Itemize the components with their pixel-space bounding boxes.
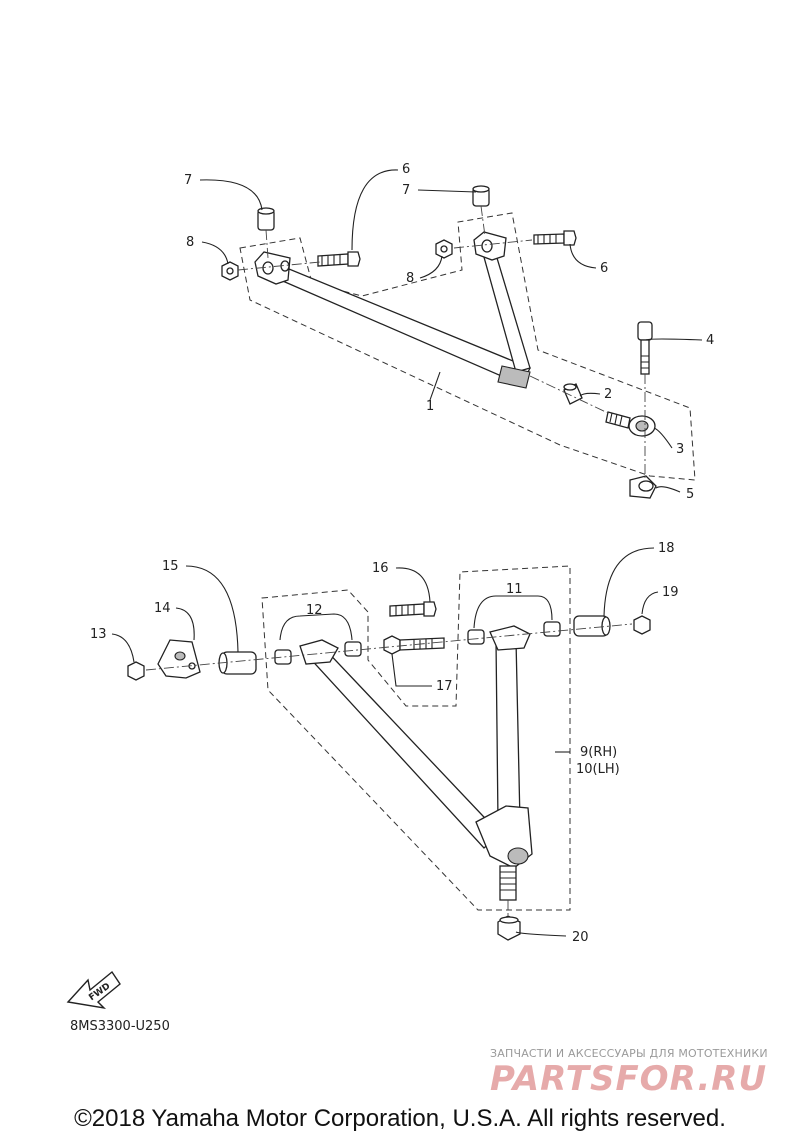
collar-5 (629, 475, 657, 499)
axis-lower-pivot (145, 623, 633, 671)
callout-20: 20 (572, 930, 589, 945)
callout-5: 5 (686, 487, 694, 502)
bushing-7-front (257, 207, 275, 231)
bracket-14 (157, 639, 201, 679)
front-pivot-hole (262, 261, 274, 275)
callout-8-rear: 8 (406, 271, 414, 286)
ball-joint-stud (499, 865, 517, 901)
callout-17: 17 (436, 679, 453, 694)
upper-leader-lines (199, 169, 703, 493)
lower-leader-lines (111, 547, 659, 937)
lower-rear-pivot-housing (489, 625, 531, 651)
upper-arm-group-outline (239, 212, 696, 481)
callout-6-rear: 6 (600, 261, 608, 276)
callout-3: 3 (676, 442, 684, 457)
upper-arm-long-tube (260, 261, 531, 386)
lower-arm-assembly (127, 565, 651, 941)
upper-arm-assembly (221, 185, 696, 499)
callout-18: 18 (658, 541, 675, 556)
callout-2: 2 (604, 387, 612, 402)
watermark-subtitle: ЗАПЧАСТИ И АКСЕССУАРЫ ДЛЯ МОТОТЕХНИКИ (490, 1047, 768, 1060)
nut-13 (127, 661, 145, 681)
bolt-17 (383, 635, 445, 655)
bushing-12-a (274, 649, 292, 665)
nut-8-rear (435, 239, 453, 259)
callout-14: 14 (154, 601, 171, 616)
upper-arm-tube-end (497, 365, 531, 389)
rear-pivot-hole (481, 239, 493, 253)
callout-6-front: 6 (402, 162, 410, 177)
callout-13: 13 (90, 627, 107, 642)
fwd-arrow-icon: FWD (66, 970, 121, 1010)
rod-end-3 (605, 411, 656, 437)
bolt-4 (637, 321, 653, 375)
callout-7-rear: 7 (402, 183, 410, 198)
lower-arm-front-tube (304, 645, 501, 849)
lower-front-pivot-housing (299, 639, 339, 665)
sleeve-18 (573, 615, 611, 637)
bolt-6-front (317, 251, 361, 267)
callout-10: 10(LH) (576, 762, 620, 777)
callout-labels: 1 2 3 4 5 6 6 7 7 8 8 9(RH) 10(LH) 11 12… (90, 162, 714, 945)
callout-12: 12 (306, 603, 323, 618)
ball-joint (507, 847, 529, 865)
callout-15: 15 (162, 559, 179, 574)
watermark-logo: PARTSFOR.RU (490, 1059, 767, 1099)
axis-rear-pivot (453, 239, 533, 249)
callout-8-front: 8 (186, 235, 194, 250)
bushing-11-b (543, 621, 561, 637)
bolt-6-rear (533, 230, 577, 246)
axis-rod-end (529, 375, 611, 415)
callout-4: 4 (706, 333, 714, 348)
axis-front-pivot (237, 261, 321, 271)
sleeve-2 (563, 383, 583, 405)
callout-11: 11 (506, 582, 523, 597)
callout-16: 16 (372, 561, 389, 576)
nut-8-front (221, 261, 239, 281)
diagram-code: 8MS3300-U250 (70, 1019, 170, 1034)
bolt-16 (389, 601, 437, 617)
nut-19 (633, 615, 651, 635)
bushing-12-b (344, 641, 362, 657)
callout-19: 19 (662, 585, 679, 600)
nut-20 (497, 915, 521, 941)
copyright-notice: ©2018 Yamaha Motor Corporation, U.S.A. A… (74, 1105, 726, 1132)
bushing-7-rear (472, 185, 490, 207)
bushing-11-a (467, 629, 485, 645)
axis-bushing-rear (480, 205, 486, 237)
lower-arm-rear-tube (495, 639, 521, 823)
axis-bushing-front (265, 229, 269, 259)
callout-1: 1 (426, 399, 434, 414)
lower-arm-group-outline (261, 565, 571, 911)
callout-9: 9(RH) (580, 745, 617, 760)
callout-7-front: 7 (184, 173, 192, 188)
